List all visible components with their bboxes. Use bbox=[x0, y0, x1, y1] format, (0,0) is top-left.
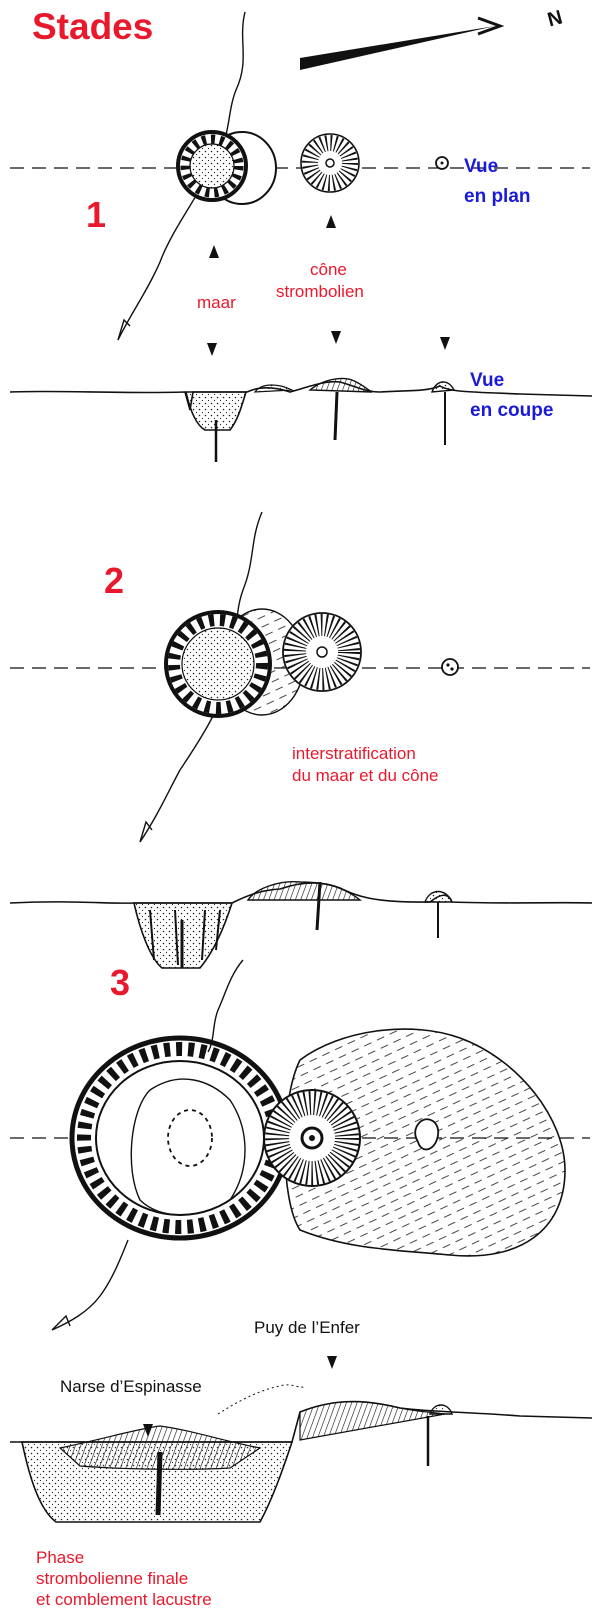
north-arrow bbox=[300, 18, 500, 70]
stage3-number: 3 bbox=[110, 962, 130, 1004]
stage2-number: 2 bbox=[104, 560, 124, 602]
final-phase-caption-line1: Phase bbox=[36, 1548, 84, 1568]
stage2-plan-view bbox=[10, 512, 590, 842]
stage2-caption-line1: interstratification bbox=[292, 744, 416, 764]
stage1-cone-label-line2: strombolien bbox=[276, 282, 364, 302]
stage1-cone-label-line1: cône bbox=[310, 260, 347, 280]
stage2-section-view bbox=[10, 882, 592, 968]
stage2-caption-line2: du maar et du cône bbox=[292, 766, 438, 786]
section-view-label-line1: Vue bbox=[470, 366, 504, 396]
puy-de-lenfer-label: Puy de l’Enfer bbox=[254, 1318, 360, 1338]
stage1-maar-label: maar bbox=[197, 293, 236, 313]
stage1-number: 1 bbox=[86, 194, 106, 236]
stage3-plan-view bbox=[10, 960, 590, 1330]
narse-despinasse-label: Narse d’Espinasse bbox=[60, 1377, 202, 1397]
section-view-label-line2: en coupe bbox=[470, 396, 553, 426]
diagram-title: Stades bbox=[32, 6, 153, 48]
final-phase-caption-line3: et comblement lacustre bbox=[36, 1590, 212, 1610]
final-phase-caption-line2: strombolienne finale bbox=[36, 1569, 188, 1589]
plan-view-label-line2: en plan bbox=[464, 182, 531, 212]
plan-view-label-line1: Vue bbox=[464, 152, 498, 182]
